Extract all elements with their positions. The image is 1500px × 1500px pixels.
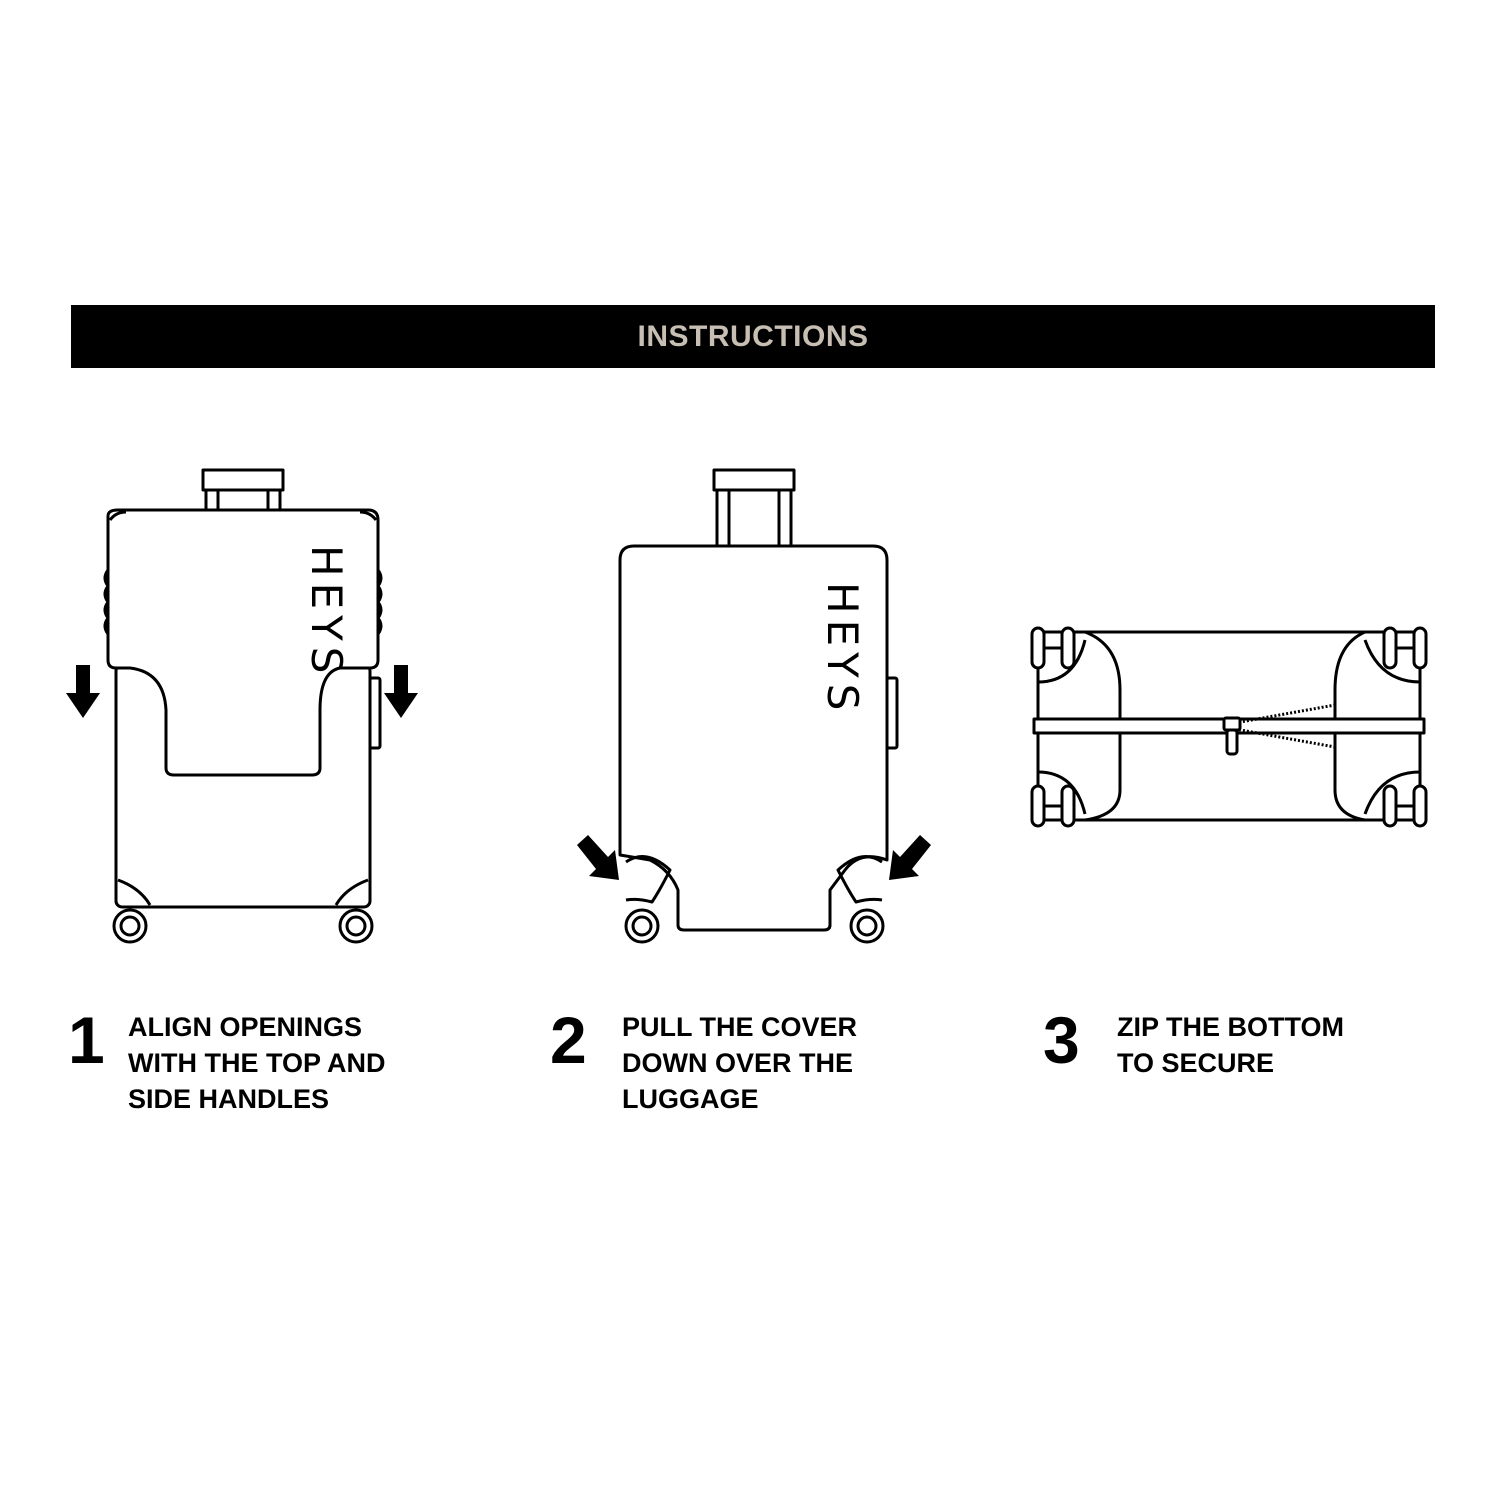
step-line: ZIP THE BOTTOM	[1117, 1012, 1345, 1042]
arrow-down-icon	[384, 665, 418, 718]
step-description: ZIP THE BOTTOM TO SECURE	[1117, 1005, 1344, 1081]
step-number: 1	[68, 1003, 105, 1077]
wheel-icon	[1030, 784, 1076, 828]
step-line: WITH THE TOP AND	[128, 1048, 386, 1078]
step-number: 3	[1043, 1003, 1080, 1077]
step-1: 1 ALIGN OPENINGS WITH THE TOP AND SIDE H…	[68, 1005, 386, 1117]
step-line: SIDE HANDLES	[128, 1084, 330, 1114]
step-number: 2	[550, 1003, 587, 1077]
arrow-diagonal-icon	[577, 835, 619, 880]
luggage-cover	[106, 508, 380, 777]
wheel-icon	[338, 908, 374, 944]
wheel-icon	[1382, 626, 1428, 670]
step-description: PULL THE COVER DOWN OVER THE LUGGAGE	[622, 1005, 857, 1117]
step-line: DOWN OVER THE	[622, 1048, 854, 1078]
step-description: ALIGN OPENINGS WITH THE TOP AND SIDE HAN…	[128, 1005, 386, 1117]
step-3: 3 ZIP THE BOTTOM TO SECURE	[1043, 1005, 1344, 1081]
wheel-icon	[112, 908, 148, 944]
illustration-step-1: HEYS	[66, 468, 418, 944]
arrow-diagonal-icon	[889, 835, 931, 880]
step-2: 2 PULL THE COVER DOWN OVER THE LUGGAGE	[550, 1005, 857, 1117]
step-line: ALIGN OPENINGS	[128, 1012, 363, 1042]
arrow-down-icon	[66, 665, 100, 718]
zipper-icon	[1222, 716, 1242, 756]
wheel-icon	[1030, 626, 1076, 670]
illustration-step-2: HEYS	[577, 468, 931, 944]
step-line: LUGGAGE	[622, 1084, 759, 1114]
side-handle	[368, 676, 382, 750]
brand-logo: HEYS	[818, 582, 867, 716]
illustration-step-3	[1030, 626, 1428, 828]
instructions-banner: INSTRUCTIONS	[71, 305, 1435, 368]
luggage-cover	[618, 544, 889, 932]
step-line: TO SECURE	[1117, 1048, 1275, 1078]
banner-title: INSTRUCTIONS	[637, 319, 869, 353]
wheel-icon	[1382, 784, 1428, 828]
step-line: PULL THE COVER	[622, 1012, 858, 1042]
wheel-icon	[624, 908, 660, 944]
top-handle	[201, 468, 285, 492]
wheel-icon	[849, 908, 885, 944]
brand-logo: HEYS	[302, 545, 351, 679]
